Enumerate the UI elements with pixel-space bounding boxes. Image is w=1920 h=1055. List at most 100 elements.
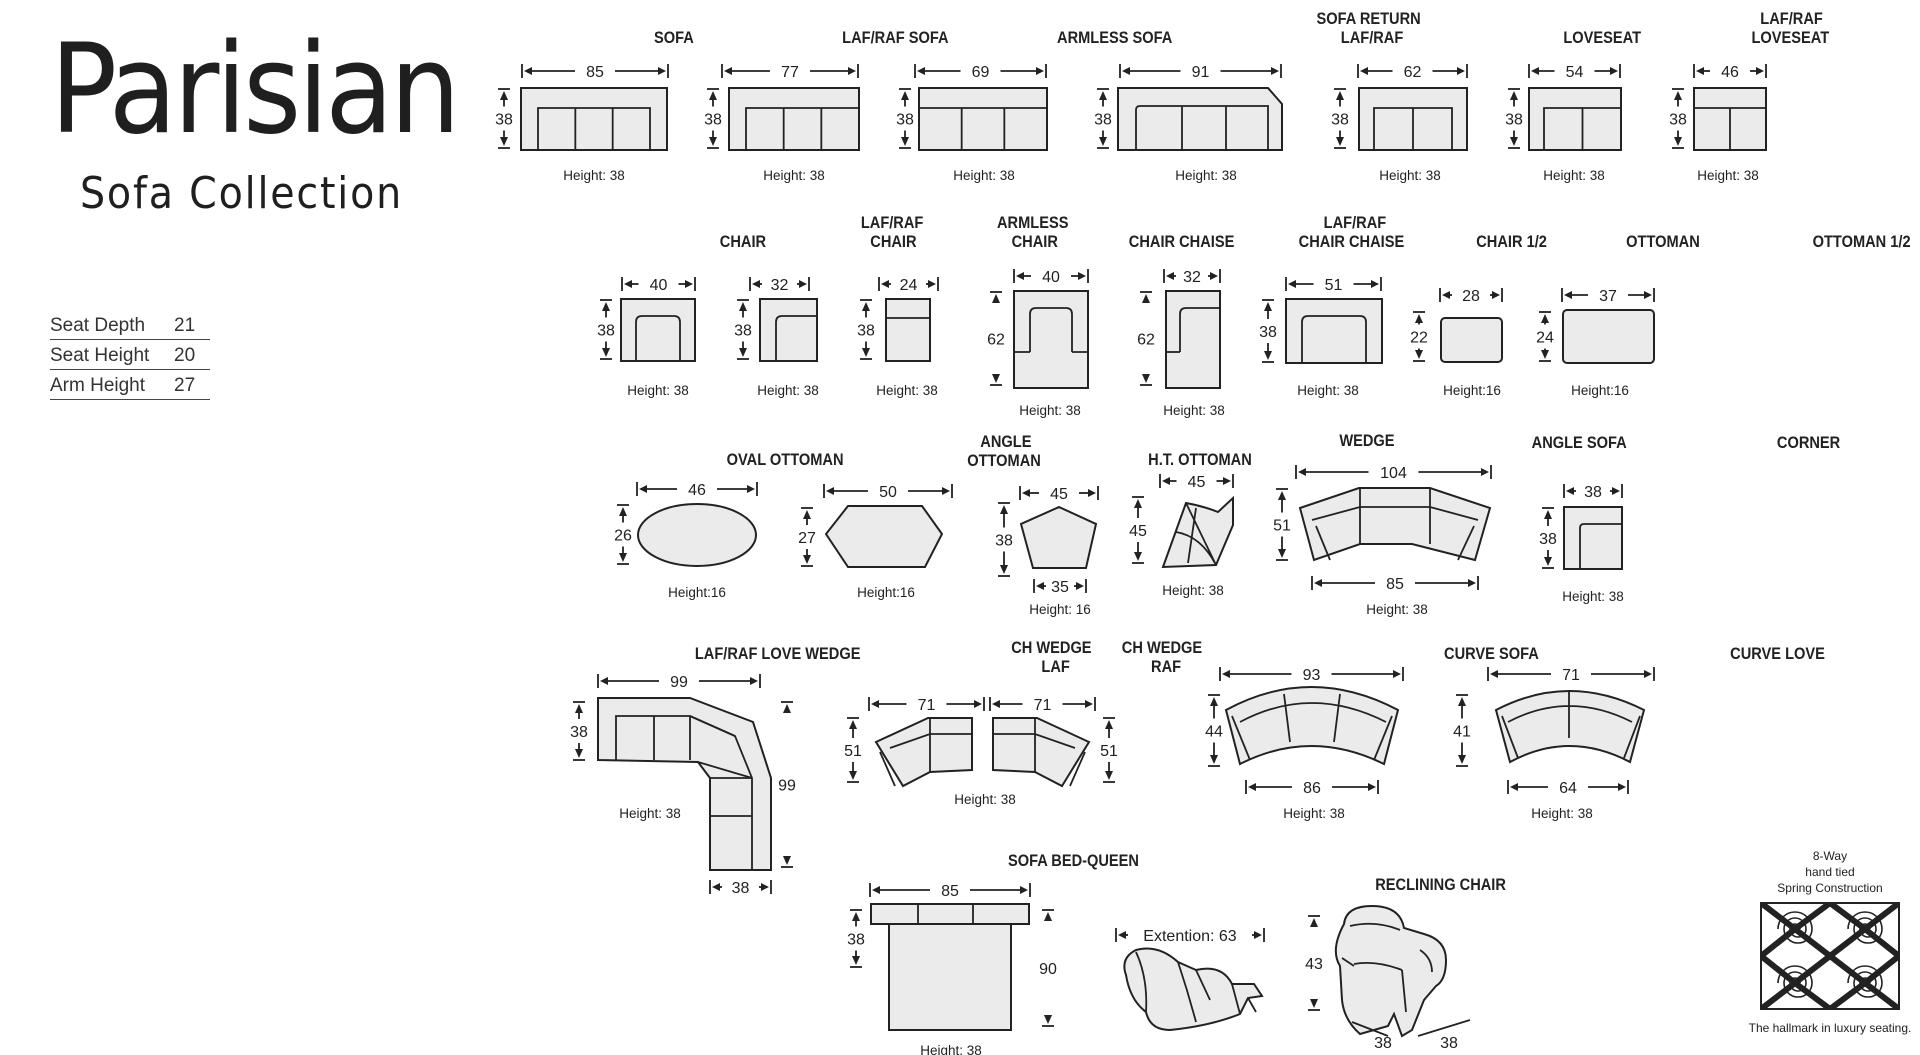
piece-label: RECLINING CHAIR bbox=[1375, 876, 1506, 894]
height-note: Height: 38 bbox=[763, 168, 825, 183]
height-note: Height: 38 bbox=[627, 383, 689, 398]
dimension-arrow bbox=[1210, 755, 1218, 764]
height-note: Height: 38 bbox=[1366, 602, 1428, 617]
dimension-arrow bbox=[1278, 491, 1286, 500]
piece-label: LAF/RAF bbox=[1324, 214, 1387, 232]
dimension-arrow bbox=[1510, 783, 1518, 791]
dimension-arrow bbox=[1134, 499, 1142, 508]
dimension-arrow bbox=[1044, 912, 1052, 921]
dimension-arrow bbox=[942, 487, 950, 495]
dimension-arrow bbox=[1458, 755, 1466, 764]
spec-label: Seat Depth bbox=[50, 315, 146, 336]
detail-line bbox=[1179, 307, 1220, 352]
dimension-arrow bbox=[1368, 783, 1376, 791]
dimension-value: 22 bbox=[1410, 330, 1428, 347]
dimension-arrow bbox=[1564, 291, 1572, 299]
dimension-arrow bbox=[1566, 487, 1574, 495]
dimension-value: 85 bbox=[586, 64, 604, 81]
dimension-arrow bbox=[575, 749, 583, 758]
dimension-arrow bbox=[1531, 67, 1539, 75]
dimension-arrow bbox=[619, 553, 627, 562]
piece-label: WEDGE bbox=[1339, 432, 1394, 450]
dimension-line bbox=[1351, 1021, 1389, 1037]
piece-outline bbox=[1562, 309, 1655, 364]
dimension-value: 93 bbox=[1303, 667, 1321, 684]
hallmark-badge: 8-Way hand tied Spring Construction The … bbox=[1740, 848, 1920, 1035]
piece-label: OTTOMAN 1/2 bbox=[1813, 233, 1911, 251]
dimension-arrow bbox=[1078, 272, 1086, 280]
piece-outline bbox=[885, 298, 931, 362]
dimension-value: 51 bbox=[844, 743, 862, 760]
piece-label: OTTOMAN bbox=[1626, 233, 1700, 251]
piece-label: CHAIR bbox=[870, 233, 917, 251]
dimension-value: 24 bbox=[900, 277, 918, 294]
piece-label: ARMLESS bbox=[997, 214, 1068, 232]
dimension-arrow bbox=[1393, 670, 1401, 678]
height-note: Height: 38 bbox=[757, 383, 819, 398]
dimension-arrow bbox=[752, 280, 760, 288]
piece-label: CH WEDGE bbox=[1011, 639, 1091, 657]
dimension-value: 43 bbox=[1305, 956, 1323, 973]
dimension-arrow bbox=[1222, 670, 1230, 678]
dimension-arrow bbox=[1541, 350, 1549, 359]
height-note: Height: 38 bbox=[1175, 168, 1237, 183]
dimension-arrow bbox=[1134, 552, 1142, 561]
dimension-arrow bbox=[826, 487, 834, 495]
piece-outline bbox=[1528, 87, 1622, 151]
piece-outline bbox=[870, 903, 1030, 925]
dimension-value: 104 bbox=[1380, 465, 1407, 482]
dimension-value: 77 bbox=[781, 64, 799, 81]
height-note: Height:16 bbox=[857, 585, 915, 600]
dimension-arrow bbox=[1044, 1015, 1052, 1024]
height-note: Height: 38 bbox=[619, 806, 681, 821]
dimension-arrow bbox=[739, 348, 747, 357]
detail-line bbox=[1135, 951, 1257, 1023]
dimension-arrow bbox=[1298, 468, 1306, 476]
dimension-value: 71 bbox=[1562, 667, 1580, 684]
dimension-arrow bbox=[848, 67, 856, 75]
dimension-arrow bbox=[1036, 67, 1044, 75]
piece-label: LOVESEAT bbox=[1563, 29, 1641, 47]
detail-line bbox=[1341, 922, 1433, 1013]
dimension-arrow bbox=[992, 374, 1000, 383]
piece-outline bbox=[1285, 298, 1383, 364]
dimension-arrow bbox=[803, 510, 811, 519]
dimension-value: 69 bbox=[972, 64, 990, 81]
dimension-arrow bbox=[1210, 272, 1218, 280]
piece-label: LAF/RAF bbox=[1341, 29, 1404, 47]
dimension-arrow bbox=[1016, 272, 1024, 280]
dimension-value: 91 bbox=[1192, 64, 1210, 81]
dimension-arrow bbox=[1000, 565, 1008, 574]
dimension-value: 40 bbox=[650, 277, 668, 294]
piece-label: SOFA RETURN bbox=[1317, 10, 1421, 28]
detail-line bbox=[1579, 523, 1622, 569]
piece-outline bbox=[1298, 487, 1492, 562]
dimension-arrow bbox=[1105, 720, 1113, 729]
dimension-arrow bbox=[1020, 886, 1028, 894]
dimension-arrow bbox=[624, 280, 632, 288]
dimension-arrow bbox=[901, 91, 909, 100]
dimension-value: 38 bbox=[857, 323, 875, 340]
dimension-arrow bbox=[1674, 137, 1682, 146]
spec-row-seat-height: Seat Height 20 bbox=[50, 340, 210, 370]
dimension-arrow bbox=[739, 302, 747, 311]
dimension-arrow bbox=[992, 294, 1000, 303]
dimension-value: 85 bbox=[941, 883, 959, 900]
dimension-arrow bbox=[1099, 137, 1107, 146]
spec-value: 20 bbox=[174, 345, 196, 366]
dimension-arrow bbox=[862, 348, 870, 357]
dimension-arrow bbox=[992, 700, 1000, 708]
seat-specs-table: Seat Depth 21 Seat Height 20 Arm Height … bbox=[50, 310, 210, 400]
dimension-arrow bbox=[849, 771, 857, 780]
height-note: Height:16 bbox=[1443, 383, 1501, 398]
